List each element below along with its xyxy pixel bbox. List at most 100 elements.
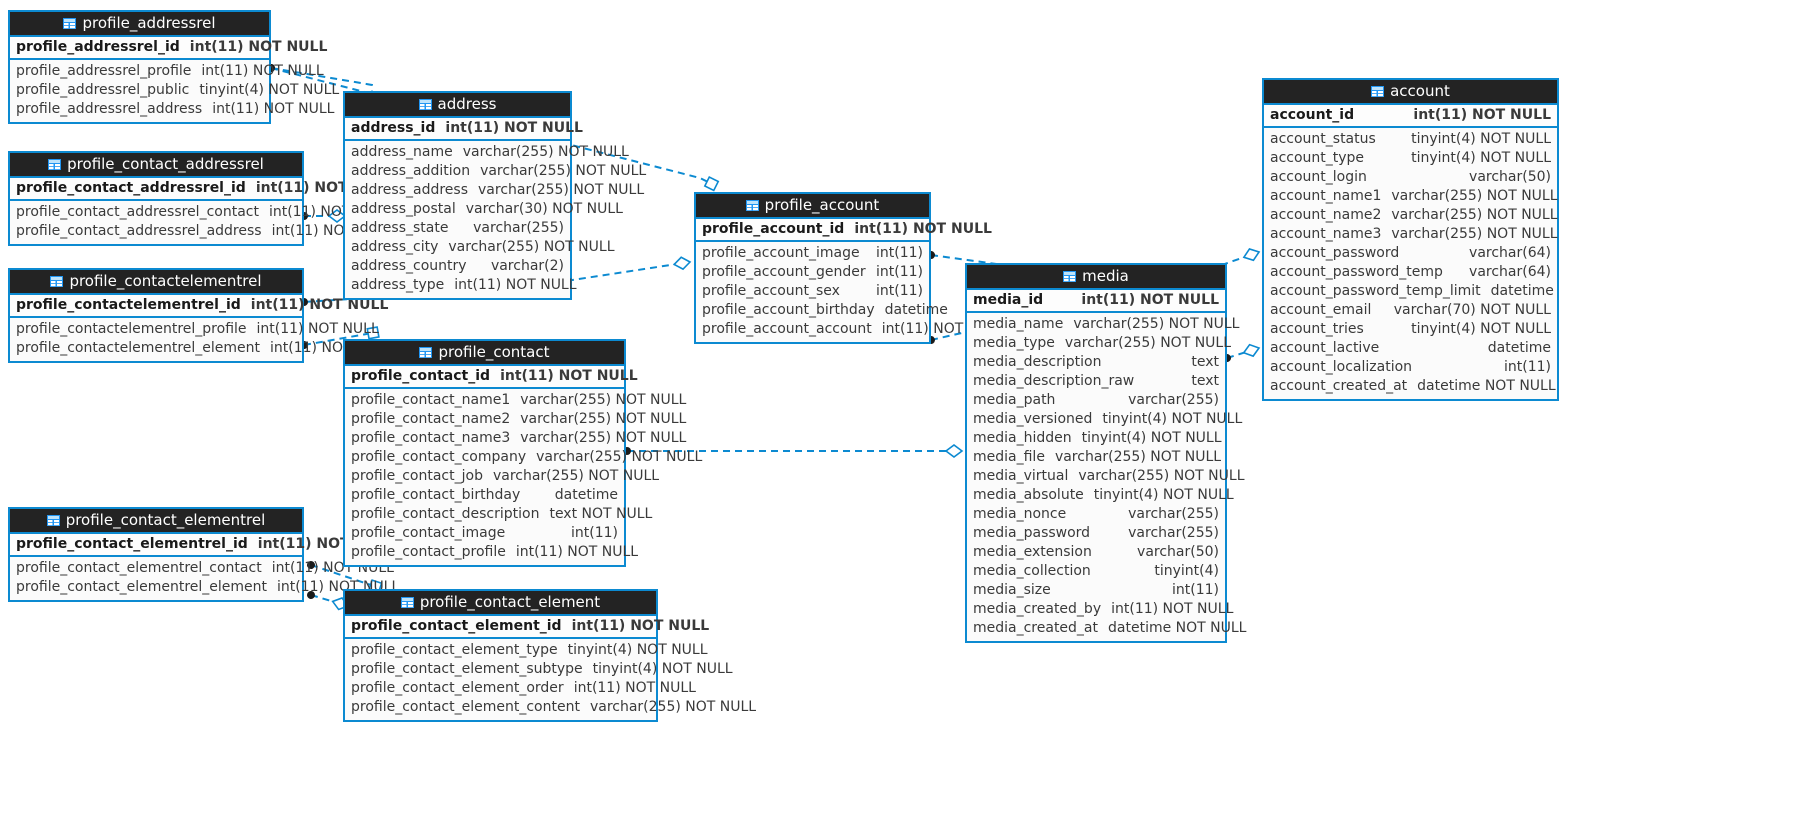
table-header-address[interactable]: address (345, 93, 570, 118)
table-header-profile_contactelementrel[interactable]: profile_contactelementrel (10, 270, 302, 295)
table-header-profile_account[interactable]: profile_account (696, 194, 929, 219)
table-header-profile_contact_element[interactable]: profile_contact_element (345, 591, 656, 616)
table-header-account[interactable]: account (1264, 80, 1557, 105)
table-header-profile_contact_elementrel[interactable]: profile_contact_elementrel (10, 509, 302, 534)
column-type: tinyint(4) (1154, 563, 1219, 579)
table-header-media[interactable]: media (967, 265, 1225, 290)
table-header-profile_contact_addressrel[interactable]: profile_contact_addressrel (10, 153, 302, 178)
column-name: profile_addressrel_id (16, 39, 180, 55)
table-header-profile_contact[interactable]: profile_contact (345, 341, 624, 366)
table-icon (419, 347, 433, 358)
table-header-profile_addressrel[interactable]: profile_addressrel (10, 12, 269, 37)
column-name: profile_contact_elementrel_element (16, 579, 268, 595)
